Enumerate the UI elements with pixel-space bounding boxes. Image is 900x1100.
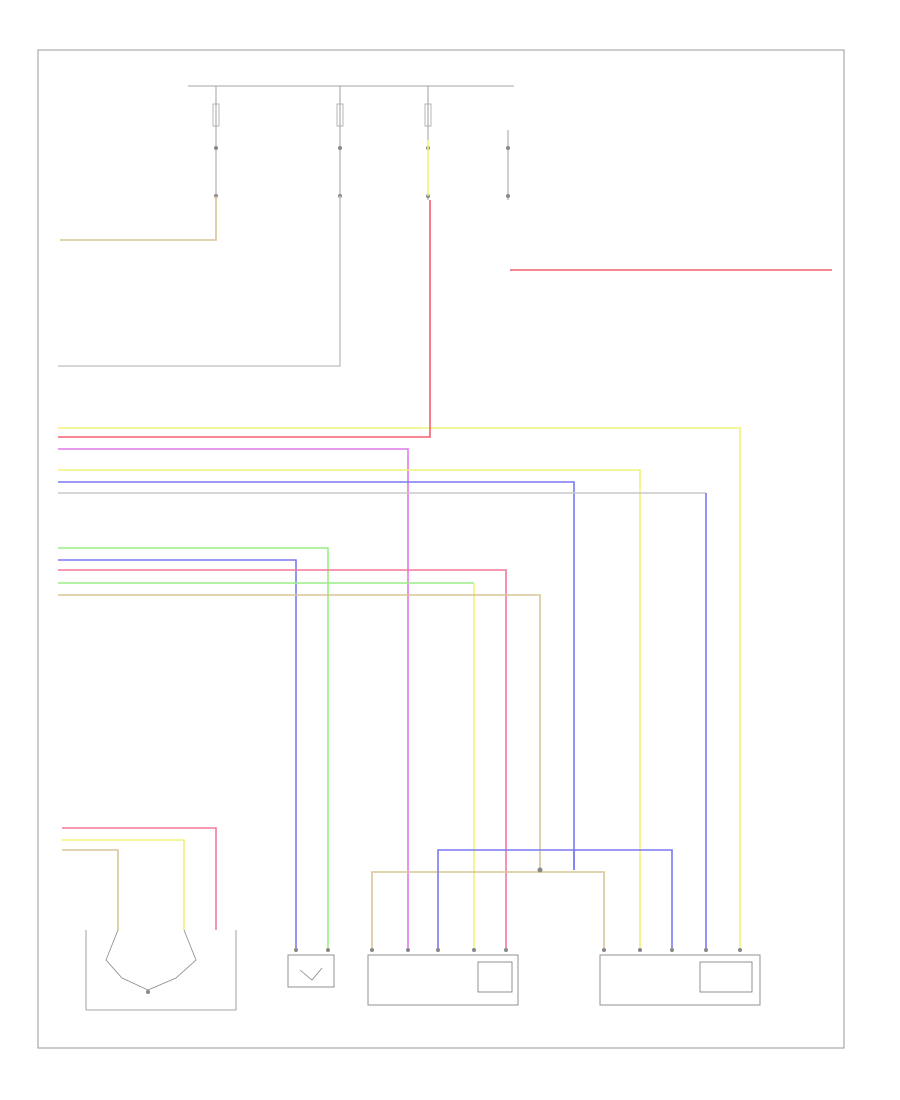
wire-red-1 bbox=[58, 200, 431, 438]
splice-node bbox=[537, 867, 543, 873]
component-right-module bbox=[599, 948, 761, 1006]
wire-yellow-2 bbox=[58, 469, 641, 950]
wire-tan-top-left bbox=[60, 196, 217, 241]
wire-blue-1 bbox=[58, 481, 575, 870]
power-feed-group bbox=[188, 85, 514, 200]
wire-blue-bus bbox=[437, 849, 673, 950]
wire-magenta-1 bbox=[58, 448, 409, 950]
diagram-frame bbox=[37, 49, 845, 1049]
wire-pink-1 bbox=[58, 569, 507, 950]
wire-gray-mid-left bbox=[58, 196, 341, 367]
wire-green-1 bbox=[58, 547, 329, 950]
wire-tan-bus bbox=[371, 871, 605, 950]
wire-yellow-4 bbox=[62, 839, 185, 930]
wire-yellow-1 bbox=[58, 427, 741, 950]
wire-tan-1 bbox=[58, 594, 541, 870]
wire-pink-2 bbox=[62, 827, 217, 930]
component-small-module bbox=[287, 948, 335, 988]
component-center-module bbox=[367, 948, 519, 1006]
wire-tan-2 bbox=[62, 849, 119, 930]
wire-blue-3 bbox=[58, 559, 297, 950]
component-switch bbox=[85, 929, 237, 1011]
